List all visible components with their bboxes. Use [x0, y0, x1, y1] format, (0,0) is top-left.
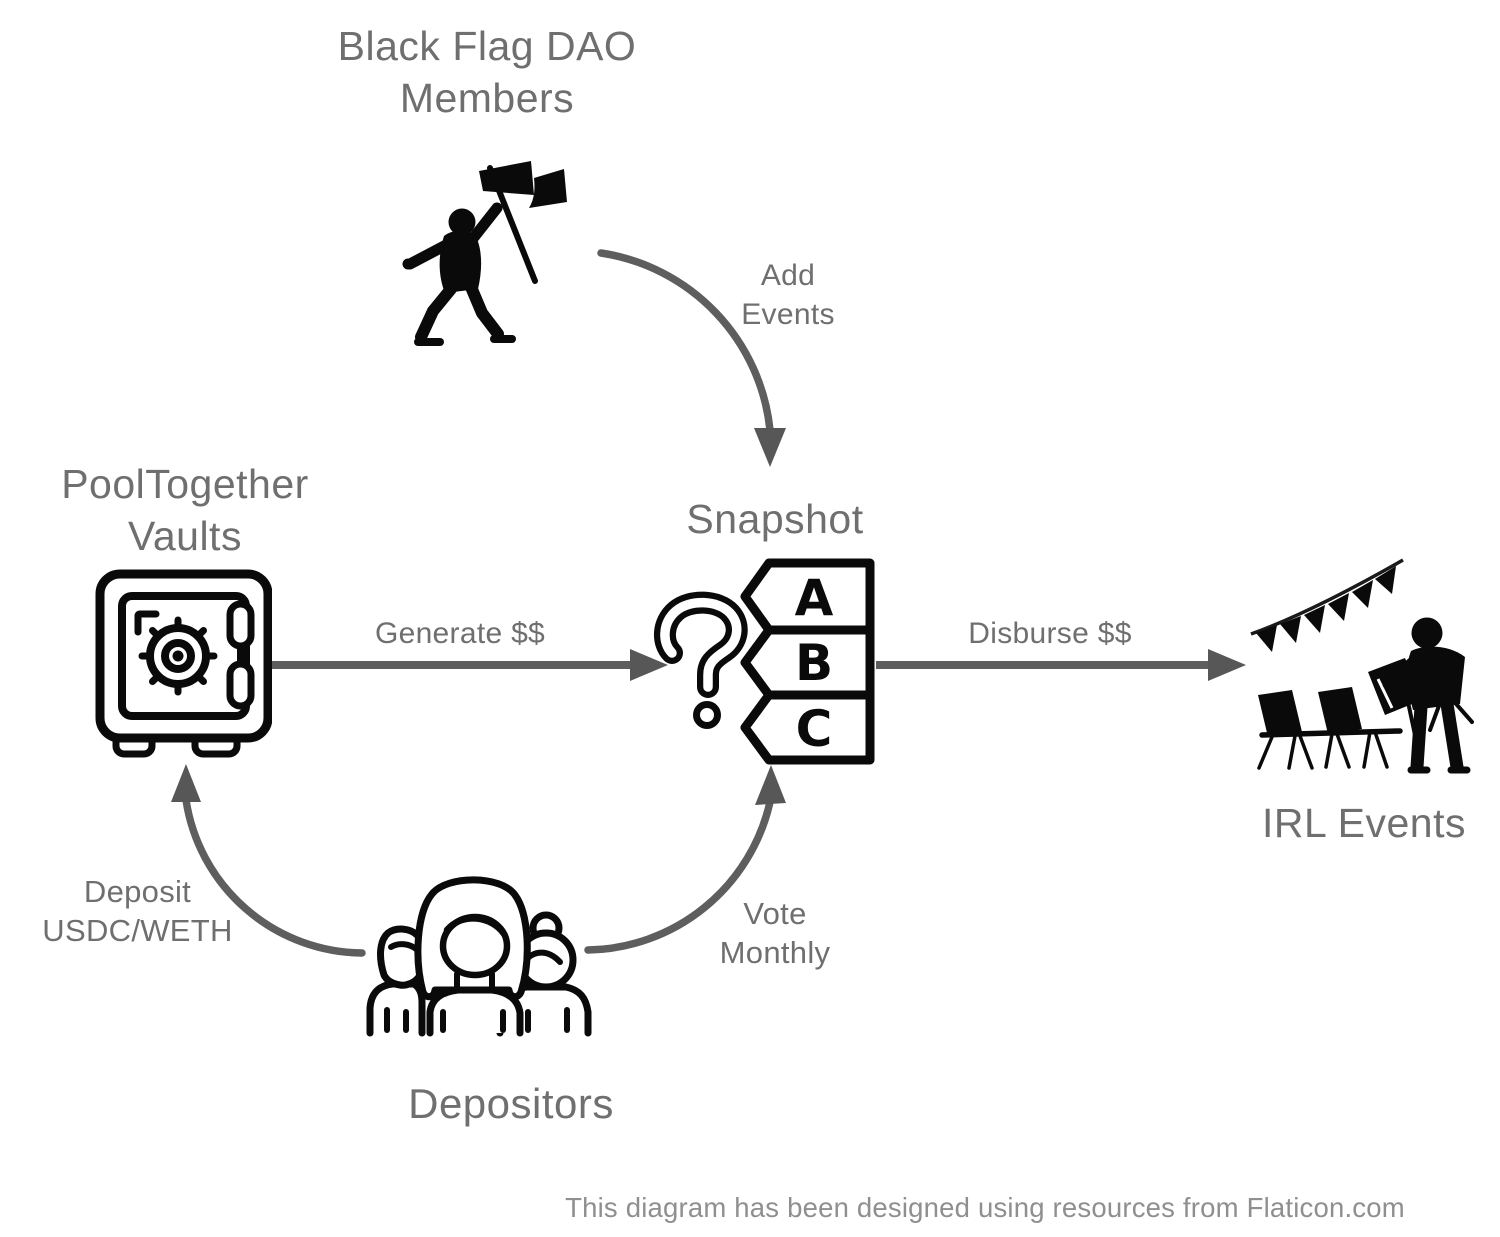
proposal-banners	[740, 558, 875, 765]
deposit-label: Deposit USDC/WETH	[42, 874, 233, 948]
bunting-string	[1250, 558, 1404, 636]
arrowhead-up-icon	[755, 765, 786, 805]
organizer-head	[1411, 617, 1443, 649]
person-head	[448, 208, 476, 236]
arrowhead-right-icon	[630, 649, 668, 681]
held-chair-slit	[1376, 678, 1394, 709]
dao-members-title-line2: Members	[399, 75, 575, 121]
hinge-top	[226, 600, 255, 650]
chair-back-1	[1258, 690, 1302, 737]
pool-vaults-title: PoolTogether Vaults	[30, 458, 340, 562]
dao-members-title: Black Flag DAO Members	[252, 20, 722, 124]
option-b-letter: B	[795, 634, 833, 692]
vote-monthly-label: Vote Monthly	[719, 896, 831, 970]
snapshot-title: Snapshot	[686, 496, 864, 542]
proposal-banner-c	[740, 690, 875, 765]
chair-row	[1258, 687, 1362, 737]
arrowhead-right-icon	[1208, 649, 1246, 681]
event-setup-icon	[1250, 558, 1474, 774]
question-proposals-icon: A B C	[654, 558, 875, 765]
vault-door	[118, 592, 250, 720]
irl-events-title: IRL Events	[1261, 800, 1466, 846]
dial-center-dot	[172, 650, 184, 662]
vote-arrow	[584, 765, 786, 954]
disburse-arrow	[876, 649, 1246, 681]
front-leg	[465, 281, 504, 340]
organizer-arm-lower	[1405, 665, 1462, 702]
flag-large	[479, 161, 534, 195]
dial-teeth	[138, 616, 218, 696]
question-mark-icon	[654, 591, 748, 729]
safe-vault-icon	[95, 569, 272, 758]
hand	[402, 258, 414, 270]
option-a-letter: A	[795, 569, 834, 627]
woman1-fringe	[443, 915, 508, 938]
flaticon-credit: This diagram has been designed using res…	[565, 1192, 1405, 1223]
generate-label: Generate $$	[374, 617, 546, 650]
add-events-label: Add Events	[741, 259, 835, 331]
flag-pole	[487, 165, 538, 284]
chair-back-2	[1318, 687, 1362, 734]
woman1-body	[426, 986, 524, 1037]
generate-arrow	[272, 649, 668, 681]
raised-arm	[465, 202, 503, 247]
organizer-leg-left	[1410, 700, 1428, 774]
arrowhead-down-icon	[754, 428, 786, 467]
organizer-arm-upper	[1382, 654, 1421, 690]
option-c-letter: C	[796, 700, 833, 758]
people-group-icon	[366, 876, 592, 1037]
chair-legs	[1257, 730, 1389, 770]
back-leg	[415, 283, 457, 343]
dao-members-title-line1: Black Flag DAO	[337, 23, 637, 69]
door-corner-mark	[134, 610, 160, 636]
depositors-title: Depositors	[408, 1080, 614, 1127]
dial-inner	[161, 639, 195, 673]
arrowhead-up-icon	[171, 764, 201, 802]
extended-arm	[404, 238, 454, 270]
deposit-arrow	[171, 764, 366, 957]
question-dot	[693, 701, 721, 729]
man-body	[366, 980, 426, 1037]
man-hair-line	[388, 941, 419, 952]
collar-lines	[384, 1007, 570, 1033]
hinge-bottom	[226, 660, 255, 710]
bunting-pennants	[1256, 566, 1396, 652]
add-events-arrow	[597, 249, 786, 467]
disburse-label: Disburse $$	[968, 617, 1132, 650]
flag-small	[529, 169, 567, 208]
flag-bearer-icon	[402, 161, 567, 346]
pool-vaults-title-line2: Vaults	[128, 513, 242, 559]
organizer-leg-right	[1440, 697, 1464, 774]
pool-vaults-title-line1: PoolTogether	[61, 461, 309, 507]
